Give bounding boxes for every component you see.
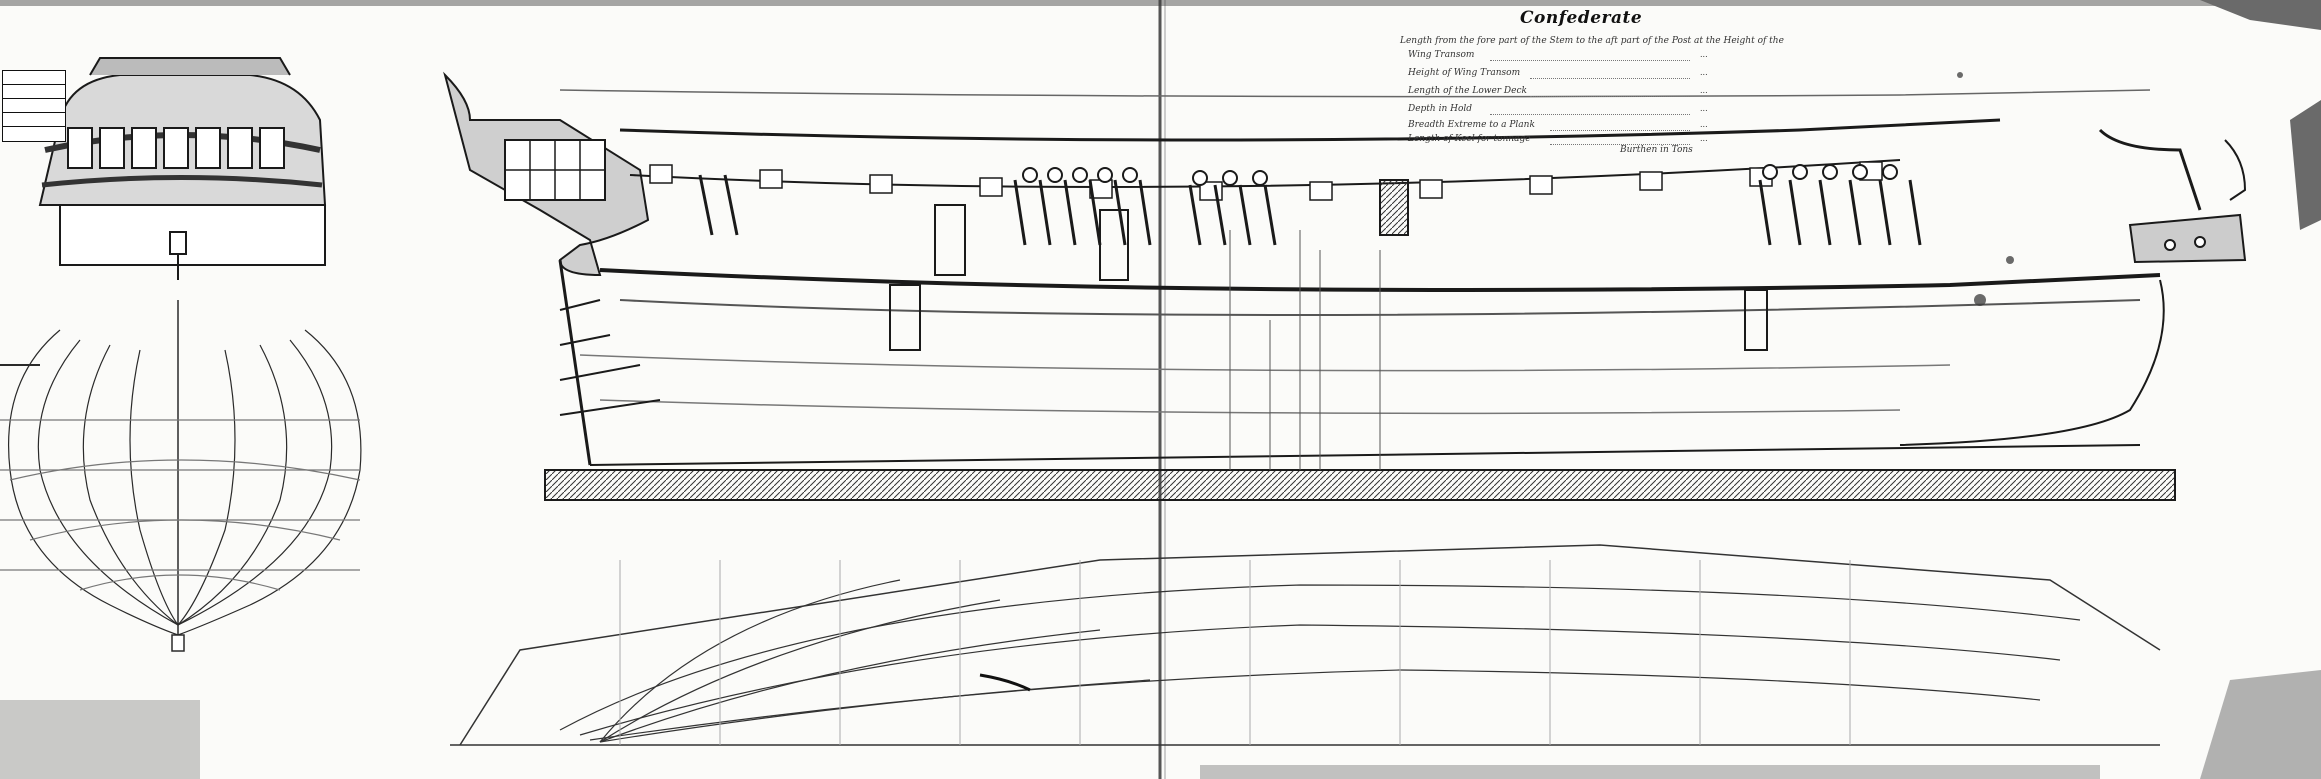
dimensions-heading: Length from the fore part of the Stem to… <box>1400 36 1784 46</box>
archive-stamp <box>2 70 66 142</box>
plan-title: Confederate <box>1520 8 1643 28</box>
body-plan <box>0 300 362 652</box>
dimension-value: ... <box>1700 134 1708 143</box>
dimension-value: ... <box>1700 86 1708 95</box>
dimension-label: Breadth Extreme to a Plank <box>1408 120 1535 130</box>
dimensions-table: Confederate Length from the fore part of… <box>1400 4 1784 155</box>
stern-view <box>38 57 327 280</box>
tonnage-label: Burthen in Tons <box>1620 145 1693 155</box>
sheer-profile <box>443 71 2247 501</box>
dimension-label: Depth in Hold <box>1408 104 1473 114</box>
dimension-value: ... <box>1700 120 1708 129</box>
dimension-label: Length of Keel for tonnage <box>1408 134 1531 144</box>
dimension-value: ... <box>1700 104 1708 113</box>
dimension-label: Length of the Lower Deck <box>1408 86 1527 96</box>
dimension-value: ... <box>1700 68 1708 77</box>
dimension-label: Height of Wing Transom <box>1408 68 1521 78</box>
dimension-value: ... <box>1700 50 1708 59</box>
dimension-label: Wing Transom <box>1408 50 1475 60</box>
half-breadth-plan <box>450 544 2161 746</box>
